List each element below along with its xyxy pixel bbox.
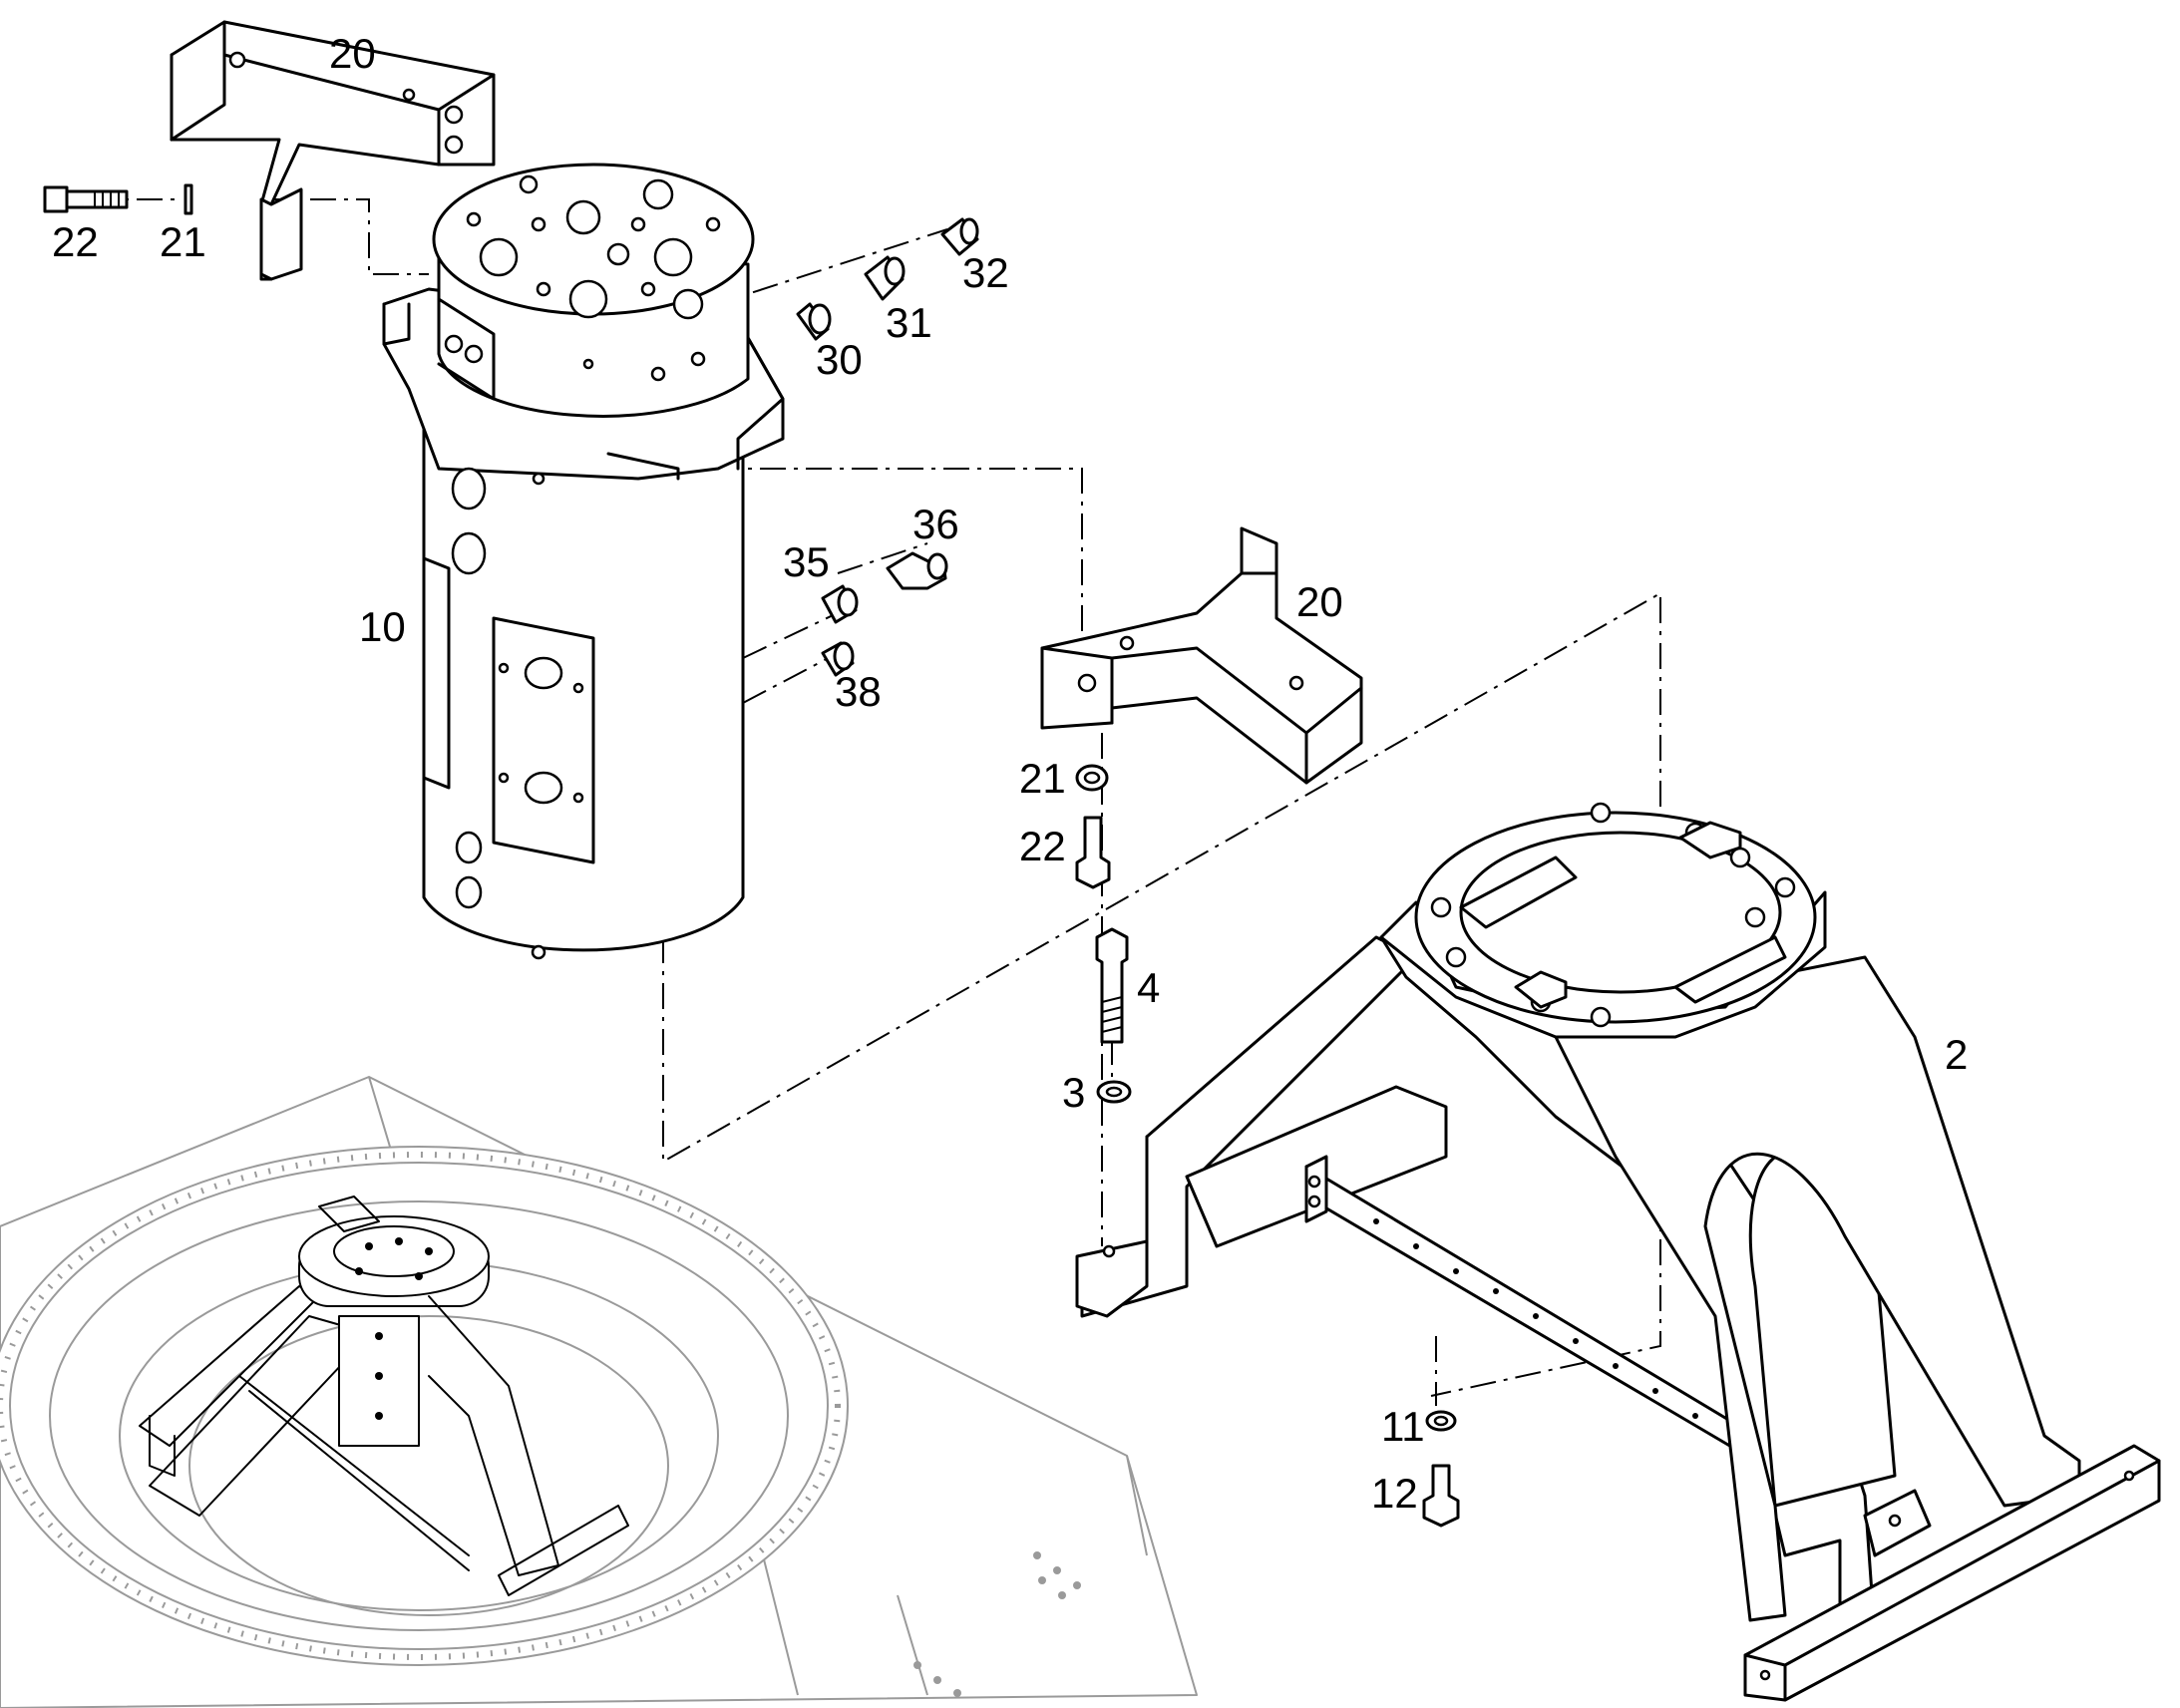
callout-20-right: 20 [1296,578,1343,625]
callout-35: 35 [783,538,830,585]
callout-22-left: 22 [52,218,99,265]
callout-11: 11 [1381,1403,1425,1450]
callout-3: 3 [1062,1069,1085,1116]
bolt-part-4 [1095,927,1129,1044]
callout-22-right: 22 [1019,823,1066,869]
bolt-part-22-left [43,185,129,213]
fitting-part-31 [864,255,906,301]
callout-38: 38 [835,668,882,715]
washer-part-21-left [183,183,193,215]
stand-frame-part-2 [1075,802,2161,1702]
callout-12: 12 [1371,1470,1418,1517]
callout-21-right: 21 [1019,755,1066,802]
washer-part-3 [1096,1080,1132,1104]
fitting-part-38 [821,641,855,677]
callout-21-left: 21 [160,218,206,265]
washer-part-21-right [1075,764,1109,792]
callout-36: 36 [912,501,959,547]
callout-10: 10 [359,603,406,650]
callout-labels: 20 22 21 32 31 30 36 35 10 38 20 21 22 4… [52,30,1968,1517]
callout-32: 32 [962,249,1009,296]
bolt-part-22-right [1075,816,1111,889]
bolt-part-12 [1422,1464,1460,1528]
callout-31: 31 [886,299,932,346]
mini-assembly-icon [139,1196,629,1596]
callout-4: 4 [1137,964,1160,1011]
fitting-part-30 [796,302,832,341]
callout-20-top: 20 [329,30,376,77]
callout-2: 2 [1945,1031,1968,1078]
fitting-part-36 [886,551,948,590]
bracket-part-20-right [1040,526,1363,785]
bracket-part-20-top [170,20,496,281]
fitting-part-35 [821,584,859,624]
fitting-part-32 [940,217,979,256]
washer-part-11 [1425,1410,1457,1432]
assembly-context-view [0,1076,1198,1708]
rotary-union-part-10 [382,163,785,960]
callout-30: 30 [816,336,863,383]
